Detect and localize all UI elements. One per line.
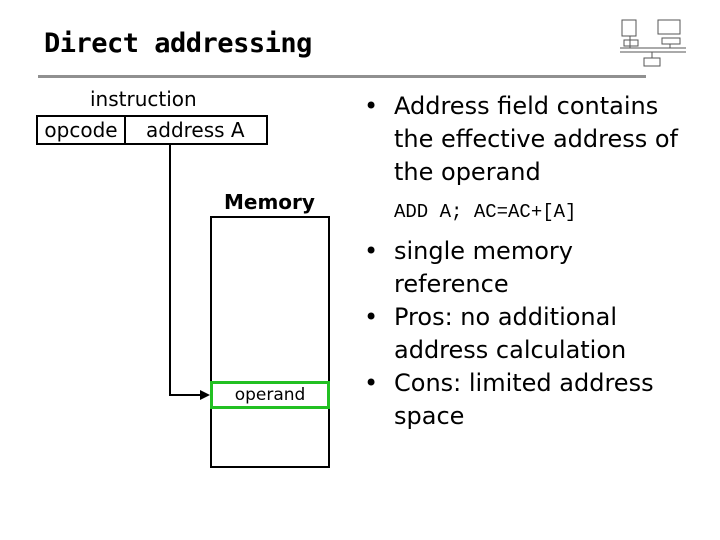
address-field: address A [146,118,245,142]
logo-icon [620,19,686,67]
bullet-dot-icon: • [364,92,379,120]
memory-label: Memory [224,190,315,214]
title-divider [38,75,646,78]
bullet-item: • Pros: no additional address calculatio… [364,301,694,367]
instruction-box: opcode address A [36,115,268,145]
bullet-item: • single memory reference [364,235,694,301]
bullet-item: • Cons: limited address space [364,367,694,433]
memory-block [210,216,330,468]
bullet-text: Pros: no additional address calculation [394,303,627,364]
bullet-item: • Address field contains the effective a… [364,90,694,189]
bullet-dot-icon: • [364,369,379,397]
bullet-text: Cons: limited address space [394,369,654,430]
example-instruction: ADD A; AC=AC+[A] [394,201,577,223]
bullet-text: single memory reference [394,237,573,298]
instruction-label: instruction [90,87,197,111]
bullet-text: Address field contains the effective add… [394,92,679,186]
bullet-dot-icon: • [364,237,379,265]
bullet-dot-icon: • [364,303,379,331]
operand-cell: operand [210,381,330,409]
opcode-field: opcode [38,117,126,143]
bullet-list: • Address field contains the effective a… [364,90,694,433]
slide-title: Direct addressing [44,28,312,59]
